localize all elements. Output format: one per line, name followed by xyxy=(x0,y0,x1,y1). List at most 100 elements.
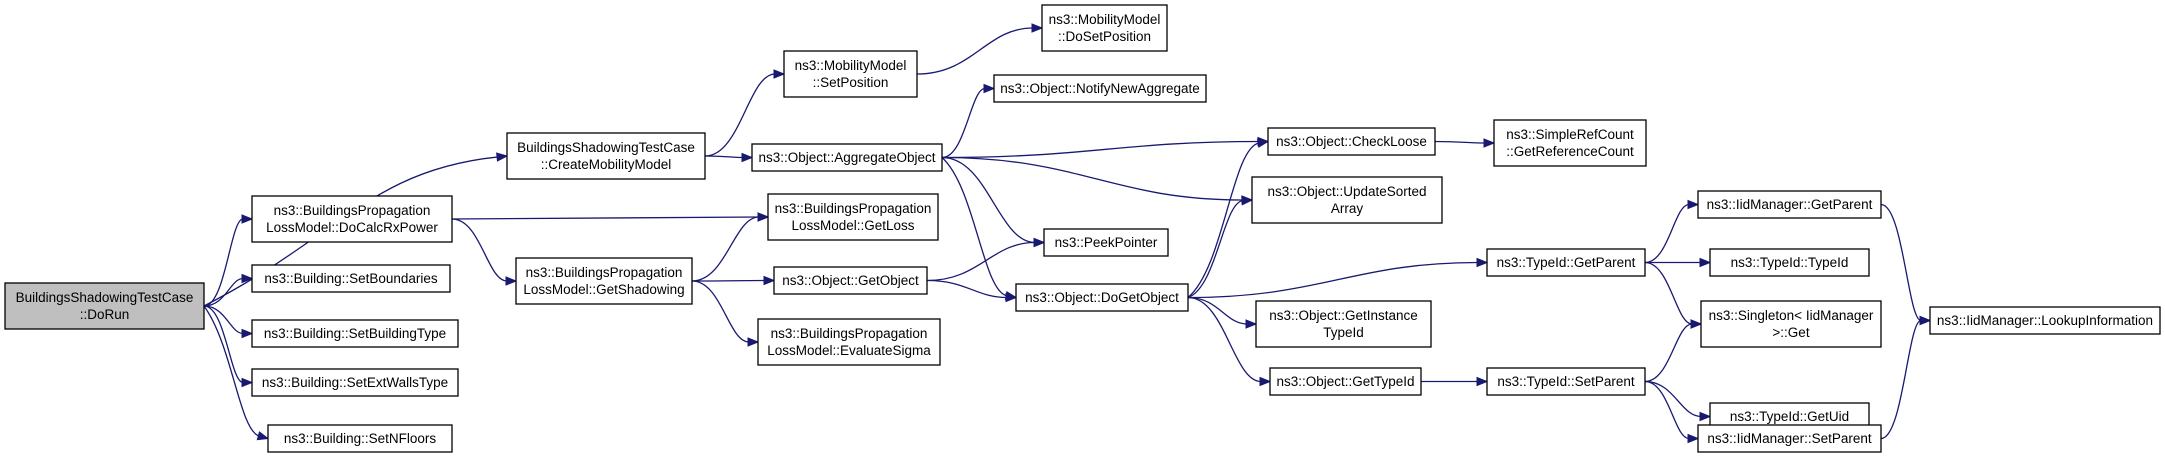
arrowhead-setposition-to-dosetposition xyxy=(1031,23,1044,33)
edge-createmob-to-aggregate xyxy=(704,155,744,159)
node-aggregate[interactable]: ns3::Object::AggregateObject xyxy=(751,143,943,172)
node-setposition[interactable]: ns3::MobilityModel::SetPosition xyxy=(783,50,918,98)
edge-dorun-to-setbound xyxy=(203,277,244,307)
node-docalcrx[interactable]: ns3::BuildingsPropagationLossModel::DoCa… xyxy=(251,195,453,243)
node-checkloose[interactable]: ns3::Object::CheckLoose xyxy=(1267,127,1436,156)
arrowhead-dorun-to-setbound xyxy=(241,273,254,284)
edge-iid-setparent-to-iid-lookup xyxy=(1880,319,1922,440)
arrowhead-createmob-to-aggregate xyxy=(741,152,754,163)
arrowhead-gettypeid-to-typeid-setparent xyxy=(1476,376,1489,387)
node-getshadowing[interactable]: ns3::BuildingsPropagationLossModel::GetS… xyxy=(515,257,693,305)
node-dogetobject[interactable]: ns3::Object::DoGetObject xyxy=(1015,283,1189,312)
edge-setposition-to-dosetposition xyxy=(916,27,1034,75)
node-evalsigma[interactable]: ns3::BuildingsPropagationLossModel::Eval… xyxy=(757,318,941,366)
node-setbtype[interactable]: ns3::Building::SetBuildingType xyxy=(251,319,459,348)
node-box-gettypeid xyxy=(1269,367,1422,396)
edge-dogetobject-to-typeid-getparent xyxy=(1187,261,1479,299)
node-label-setextwalls-line-0: ns3::Building::SetExtWallsType xyxy=(262,375,448,390)
node-label-createmob-line-1: ::CreateMobilityModel xyxy=(541,157,672,172)
node-box-createmob xyxy=(506,132,706,180)
node-label-aggregate-line-0: ns3::Object::AggregateObject xyxy=(758,150,935,165)
edge-aggregate-to-updatesorted xyxy=(941,156,1244,201)
edge-typeid-setparent-to-iid-setparent xyxy=(1644,380,1690,440)
arrowhead-checkloose-to-getrefcount xyxy=(1483,138,1496,148)
node-gettypeid[interactable]: ns3::Object::GetTypeId xyxy=(1269,367,1422,396)
node-box-typeid-typeid xyxy=(1709,248,1870,277)
arrowhead-getshadowing-to-getloss xyxy=(757,212,770,222)
node-setnfloors[interactable]: ns3::Building::SetNFloors xyxy=(267,424,453,453)
node-label-setposition-line-1: ::SetPosition xyxy=(813,75,889,90)
node-typeid-setparent[interactable]: ns3::TypeId::SetParent xyxy=(1486,367,1646,396)
arrowhead-iid-setparent-to-iid-lookup xyxy=(1919,315,1932,326)
node-label-dorun-line-0: BuildingsShadowingTestCase xyxy=(16,290,194,305)
node-label-getrefcount-line-0: ns3::SimpleRefCount xyxy=(1506,127,1634,142)
arrowhead-getobject-to-dogetobject xyxy=(1005,292,1018,303)
node-box-dorun xyxy=(4,282,205,330)
node-label-singleton-get-line-0: ns3::Singleton< IidManager xyxy=(1709,308,1874,323)
edge-aggregate-to-peekpointer xyxy=(941,156,1036,244)
node-box-typeid-setparent xyxy=(1486,367,1646,396)
node-dosetposition[interactable]: ns3::MobilityModel::DoSetPosition xyxy=(1041,4,1168,52)
arrowhead-dogetobject-to-typeid-getparent xyxy=(1476,257,1489,268)
node-getrefcount[interactable]: ns3::SimpleRefCount::GetReferenceCount xyxy=(1493,119,1647,167)
node-box-getshadowing xyxy=(515,257,693,305)
node-singleton-get[interactable]: ns3::Singleton< IidManager >::Get xyxy=(1700,300,1882,348)
node-getloss[interactable]: ns3::BuildingsPropagationLossModel::GetL… xyxy=(767,193,939,241)
node-label-updatesorted-line-0: ns3::Object::UpdateSorted xyxy=(1267,184,1426,199)
node-label-typeid-typeid-line-0: ns3::TypeId::TypeId xyxy=(1731,255,1849,270)
node-iid-getparent[interactable]: ns3::IidManager::GetParent xyxy=(1697,190,1882,219)
node-label-singleton-get-line-1: >::Get xyxy=(1772,325,1809,340)
node-label-dogetobject-line-0: ns3::Object::DoGetObject xyxy=(1025,290,1179,305)
node-setbound[interactable]: ns3::Building::SetBoundaries xyxy=(251,264,451,293)
edge-dogetobject-to-updatesorted xyxy=(1187,199,1244,299)
arrowhead-dogetobject-to-gettypeid xyxy=(1259,376,1272,387)
edge-dogetobject-to-gettypeid xyxy=(1187,296,1262,383)
arrowhead-dorun-to-docalcrx xyxy=(241,214,254,224)
edge-docalcrx-to-getshadowing xyxy=(451,218,508,282)
edge-dorun-to-setnfloors xyxy=(203,305,260,437)
node-label-notifynew-line-0: ns3::Object::NotifyNewAggregate xyxy=(1000,81,1200,96)
edge-dorun-to-setextwalls xyxy=(203,305,244,384)
arrowhead-getshadowing-to-evalsigma xyxy=(747,337,760,347)
node-box-setposition xyxy=(783,50,918,98)
arrowhead-aggregate-to-notifynew xyxy=(983,83,996,94)
node-peekpointer[interactable]: ns3::PeekPointer xyxy=(1043,228,1169,257)
node-createmob[interactable]: BuildingsShadowingTestCase::CreateMobili… xyxy=(506,132,706,180)
node-label-typeid-setparent-line-0: ns3::TypeId::SetParent xyxy=(1497,374,1635,389)
node-iid-setparent[interactable]: ns3::IidManager::SetParent xyxy=(1697,424,1882,453)
node-iid-lookup[interactable]: ns3::IidManager::LookupInformation xyxy=(1929,306,2161,335)
edge-getshadowing-to-getloss xyxy=(691,216,760,282)
edge-docalcrx-to-getloss xyxy=(451,216,760,220)
edge-checkloose-to-getrefcount xyxy=(1434,140,1486,144)
edge-typeid-getparent-to-singleton-get xyxy=(1644,261,1693,325)
edge-dorun-to-setbtype xyxy=(203,305,244,335)
node-typeid-typeid[interactable]: ns3::TypeId::TypeId xyxy=(1709,248,1870,277)
node-typeid-getparent[interactable]: ns3::TypeId::GetParent xyxy=(1486,248,1646,277)
edge-typeid-setparent-to-singleton-get xyxy=(1644,323,1693,383)
node-box-typeid-getparent xyxy=(1486,248,1646,277)
node-label-iid-getparent-line-0: ns3::IidManager::GetParent xyxy=(1707,197,1873,212)
node-box-iid-lookup xyxy=(1929,306,2161,335)
node-label-setposition-line-0: ns3::MobilityModel xyxy=(795,58,907,73)
arrowhead-createmob-to-setposition xyxy=(773,69,786,79)
node-label-evalsigma-line-1: LossModel::EvaluateSigma xyxy=(767,343,931,358)
node-setextwalls[interactable]: ns3::Building::SetExtWallsType xyxy=(251,368,459,397)
node-box-getinstance xyxy=(1255,300,1432,348)
node-label-peekpointer-line-0: ns3::PeekPointer xyxy=(1055,235,1158,250)
node-getobject[interactable]: ns3::Object::GetObject xyxy=(773,266,928,295)
node-box-iid-setparent xyxy=(1697,424,1882,453)
edge-typeid-setparent-to-typeid-getuid xyxy=(1644,380,1702,418)
edge-getshadowing-to-evalsigma xyxy=(691,280,750,343)
node-label-dosetposition-line-0: ns3::MobilityModel xyxy=(1049,12,1161,27)
node-label-createmob-line-0: BuildingsShadowingTestCase xyxy=(517,140,695,155)
arrowhead-typeid-setparent-to-singleton-get xyxy=(1690,319,1703,329)
node-label-getshadowing-line-1: LossModel::GetShadowing xyxy=(523,282,684,297)
node-box-dosetposition xyxy=(1041,4,1168,52)
node-label-dosetposition-line-1: ::DoSetPosition xyxy=(1058,29,1151,44)
node-dorun[interactable]: BuildingsShadowingTestCase::DoRun xyxy=(4,282,205,330)
node-box-checkloose xyxy=(1267,127,1436,156)
node-notifynew[interactable]: ns3::Object::NotifyNewAggregate xyxy=(993,74,1207,103)
node-box-evalsigma xyxy=(757,318,941,366)
